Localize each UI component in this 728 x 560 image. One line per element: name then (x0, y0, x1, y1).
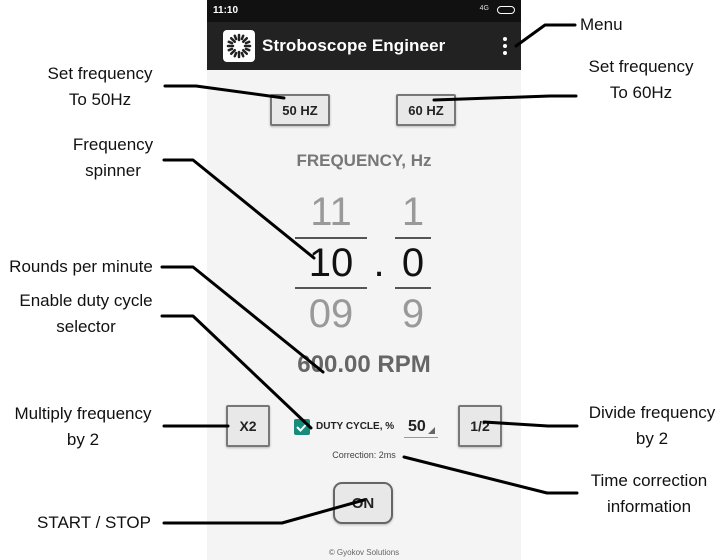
status-time: 11:10 (213, 5, 239, 16)
set-50hz-button[interactable]: 50 HZ (270, 94, 330, 126)
duty-cycle-control: DUTY CYCLE, % 50 (294, 417, 438, 438)
fraction-above: 1 (401, 190, 425, 234)
divide-half-button[interactable]: 1/2 (458, 405, 502, 447)
dropdown-corner-icon (428, 427, 435, 434)
app-logo-icon (223, 30, 255, 62)
duty-select-underline (404, 437, 438, 438)
app-title: Stroboscope Engineer (262, 36, 446, 55)
annotation-frequency-spinner: Frequency spinner (72, 135, 154, 180)
annotation-menu: Menu (580, 15, 623, 34)
annotation-rpm: Rounds per minute (9, 257, 153, 276)
more-vert-icon[interactable] (495, 34, 515, 58)
signal-icon: 4G (479, 5, 489, 12)
annotation-divide: Divide frequency by 2 (588, 403, 716, 448)
integer-rule-bottom (295, 287, 367, 289)
annotation-set-60hz: Set frequency To 60Hz (588, 57, 694, 102)
annotation-start-stop: START / STOP (37, 513, 151, 532)
correction-info: Correction: 2ms (332, 450, 396, 460)
battery-icon (497, 6, 515, 14)
duty-cycle-label: DUTY CYCLE, % (316, 421, 395, 432)
integer-value[interactable]: 10 (308, 241, 354, 285)
fraction-rule-bottom (395, 287, 431, 289)
integer-above: 11 (310, 190, 352, 234)
copyright-footer: © Gyokov Solutions (328, 548, 400, 557)
phone-screen: 11:10 4G Stroboscope Engineer (207, 0, 521, 560)
frequency-label: FREQUENCY, Hz (296, 151, 432, 170)
decimal-separator: . (373, 241, 385, 285)
rpm-readout: 600.00 RPM (297, 351, 431, 378)
status-bar: 11:10 4G (207, 0, 521, 22)
fraction-value[interactable]: 0 (401, 241, 425, 285)
annotation-multiply: Multiply frequency by 2 (14, 404, 152, 449)
annotation-set-50hz: Set frequency To 50Hz (47, 64, 153, 109)
annotation-time-correction: Time correction information (590, 471, 708, 516)
integer-rule-top (295, 237, 367, 239)
multiply-x2-button[interactable]: X2 (226, 405, 270, 447)
fraction-rule-top (395, 237, 431, 239)
annotation-duty-cycle: Enable duty cycle selector (19, 291, 153, 336)
start-stop-button[interactable]: ON (333, 482, 393, 524)
fraction-below: 9 (401, 292, 425, 336)
check-icon (296, 422, 308, 432)
integer-below: 09 (308, 292, 354, 336)
duty-cycle-select[interactable]: 50 (408, 418, 426, 435)
app-bar: Stroboscope Engineer (207, 22, 521, 70)
